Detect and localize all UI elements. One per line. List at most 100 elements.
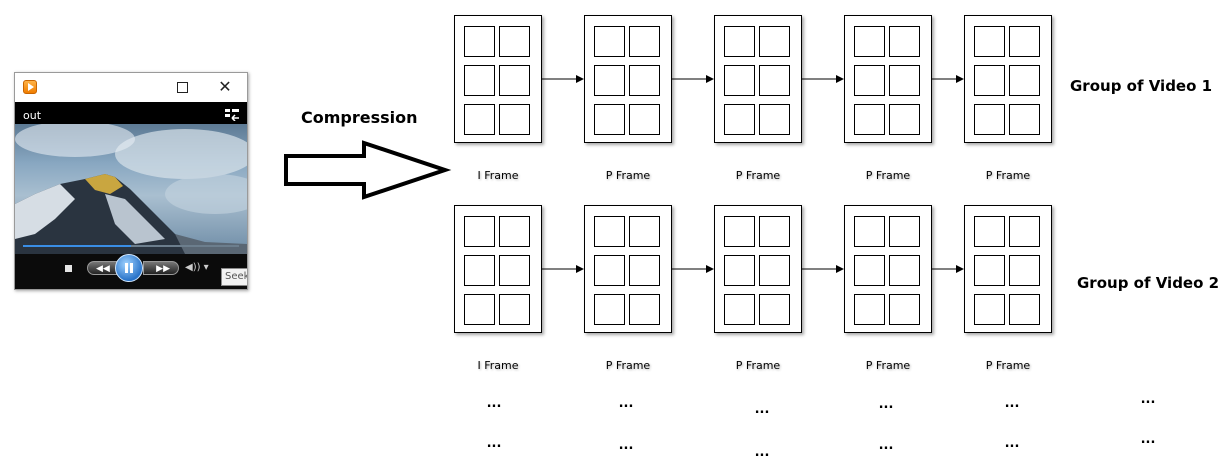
macroblock-cell — [759, 294, 790, 325]
frame-box — [844, 205, 932, 333]
ellipsis: ... — [878, 397, 894, 412]
macroblock-cell — [759, 104, 790, 135]
macroblock-cell — [974, 65, 1005, 96]
macroblock-cell — [854, 104, 885, 135]
macroblock-cell — [1009, 216, 1040, 247]
frame-type-label: P Frame — [865, 169, 911, 182]
macroblock-cell — [759, 26, 790, 57]
macroblock-cell — [889, 26, 920, 57]
macroblock-cell — [594, 26, 625, 57]
macroblock-cell — [629, 216, 660, 247]
macroblock-cell — [889, 216, 920, 247]
macroblock-cell — [1009, 104, 1040, 135]
seek-tooltip: Seek — [221, 268, 247, 286]
macroblock-cell — [594, 255, 625, 286]
frame-box — [584, 205, 672, 333]
macroblock-cell — [724, 26, 755, 57]
macroblock-cell — [499, 65, 530, 96]
group-label: Group of Video 1 — [1070, 77, 1213, 95]
macroblock-cell — [1009, 255, 1040, 286]
macroblock-cell — [1009, 26, 1040, 57]
frame-box — [714, 205, 802, 333]
ellipsis: ... — [486, 436, 502, 451]
macroblock-cell — [724, 216, 755, 247]
macroblock-cell — [759, 255, 790, 286]
macroblock-cell — [889, 104, 920, 135]
macroblock-cell — [889, 294, 920, 325]
close-icon[interactable]: ✕ — [218, 77, 232, 96]
macroblock-cell — [759, 65, 790, 96]
frame-type-label: P Frame — [985, 169, 1031, 182]
fast-forward-icon[interactable]: ▶▶ — [143, 261, 179, 275]
frame-type-label: P Frame — [605, 359, 651, 372]
macroblock-cell — [974, 216, 1005, 247]
player-titlebar — [15, 73, 247, 102]
macroblock-cell — [499, 255, 530, 286]
macroblock-cell — [464, 65, 495, 96]
media-player-window: ✕ out ◀◀ ▶▶ ◀)) ▾ Seek — [14, 72, 248, 290]
video-title: out — [23, 109, 42, 122]
macroblock-cell — [464, 255, 495, 286]
frame-type-label: P Frame — [735, 359, 781, 372]
macroblock-cell — [594, 104, 625, 135]
frame-box — [964, 205, 1052, 333]
macroblock-cell — [594, 65, 625, 96]
macroblock-cell — [629, 26, 660, 57]
macroblock-cell — [464, 26, 495, 57]
frame-type-label: P Frame — [865, 359, 911, 372]
macroblock-cell — [629, 104, 660, 135]
group-label: Group of Video 2 — [1077, 274, 1220, 292]
macroblock-cell — [629, 65, 660, 96]
ellipsis: ... — [878, 438, 894, 453]
ellipsis: ... — [486, 396, 502, 411]
macroblock-cell — [464, 216, 495, 247]
macroblock-cell — [499, 216, 530, 247]
frame-box — [714, 15, 802, 143]
macroblock-cell — [974, 26, 1005, 57]
stop-icon[interactable] — [65, 265, 72, 272]
maximize-icon[interactable] — [177, 82, 188, 93]
ellipsis: ... — [754, 402, 770, 417]
frame-type-label: I Frame — [477, 359, 519, 372]
macroblock-cell — [889, 255, 920, 286]
pause-icon[interactable] — [115, 254, 143, 282]
frame-box — [964, 15, 1052, 143]
frame-box — [844, 15, 932, 143]
macroblock-cell — [854, 255, 885, 286]
macroblock-cell — [1009, 294, 1040, 325]
macroblock-cell — [499, 294, 530, 325]
seek-progress — [23, 245, 131, 247]
frame-type-label: P Frame — [985, 359, 1031, 372]
macroblock-cell — [854, 216, 885, 247]
volume-icon[interactable]: ◀)) ▾ — [185, 262, 209, 273]
seek-bar[interactable] — [23, 245, 239, 247]
macroblock-cell — [629, 294, 660, 325]
ellipsis: ... — [618, 438, 634, 453]
ellipsis: ... — [618, 396, 634, 411]
frame-box — [454, 15, 542, 143]
macroblock-cell — [974, 255, 1005, 286]
macroblock-cell — [854, 65, 885, 96]
frame-type-label: I Frame — [477, 169, 519, 182]
macroblock-cell — [499, 26, 530, 57]
frame-type-label: P Frame — [735, 169, 781, 182]
frame-type-label: P Frame — [605, 169, 651, 182]
macroblock-cell — [499, 104, 530, 135]
macroblock-cell — [464, 294, 495, 325]
ellipsis: ... — [754, 445, 770, 460]
macroblock-cell — [1009, 65, 1040, 96]
ellipsis: ... — [1004, 436, 1020, 451]
frame-box — [454, 205, 542, 333]
compression-arrow-icon — [284, 140, 452, 200]
ellipsis: ... — [1140, 432, 1156, 447]
app-icon — [23, 80, 37, 94]
macroblock-cell — [724, 294, 755, 325]
switch-view-icon[interactable] — [225, 109, 239, 121]
video-frame[interactable] — [15, 124, 247, 254]
compression-label: Compression — [301, 108, 418, 127]
macroblock-cell — [759, 216, 790, 247]
macroblock-cell — [724, 104, 755, 135]
macroblock-cell — [594, 294, 625, 325]
ellipsis: ... — [1140, 392, 1156, 407]
